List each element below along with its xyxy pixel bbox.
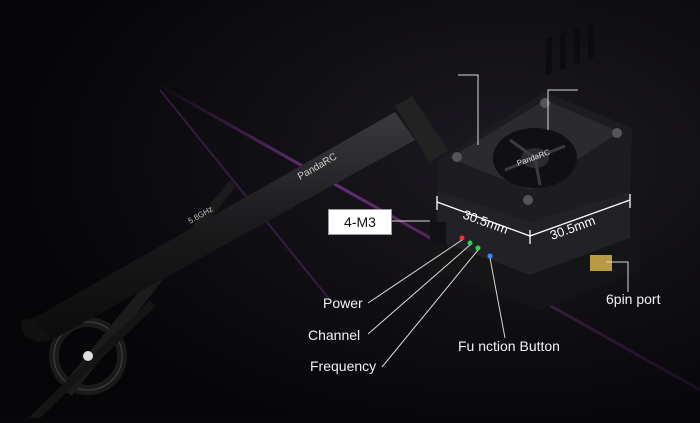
function-button-label: Fu nction Button bbox=[458, 338, 560, 354]
callout-lines bbox=[367, 74, 629, 368]
port-label: 6pin port bbox=[606, 291, 661, 307]
dimension-lines bbox=[436, 194, 631, 244]
six-pin-connector bbox=[590, 255, 612, 271]
power-label: Power bbox=[323, 295, 363, 311]
cooling-fan-icon: PandaRC bbox=[493, 128, 577, 188]
led-frequency bbox=[475, 245, 481, 251]
mount-tab bbox=[430, 222, 446, 244]
led-power bbox=[459, 235, 465, 241]
antenna: PandaRC 5.8GHz bbox=[21, 96, 448, 342]
led-channel bbox=[467, 240, 473, 246]
frequency-label: Frequency bbox=[310, 358, 377, 374]
vtx-module: PandaRC bbox=[430, 21, 640, 310]
function-button bbox=[487, 253, 493, 259]
channel-label: Channel bbox=[308, 327, 361, 343]
light-streak bbox=[159, 89, 331, 301]
light-streak bbox=[149, 78, 700, 392]
mount-label: 4-M3 bbox=[328, 209, 392, 235]
